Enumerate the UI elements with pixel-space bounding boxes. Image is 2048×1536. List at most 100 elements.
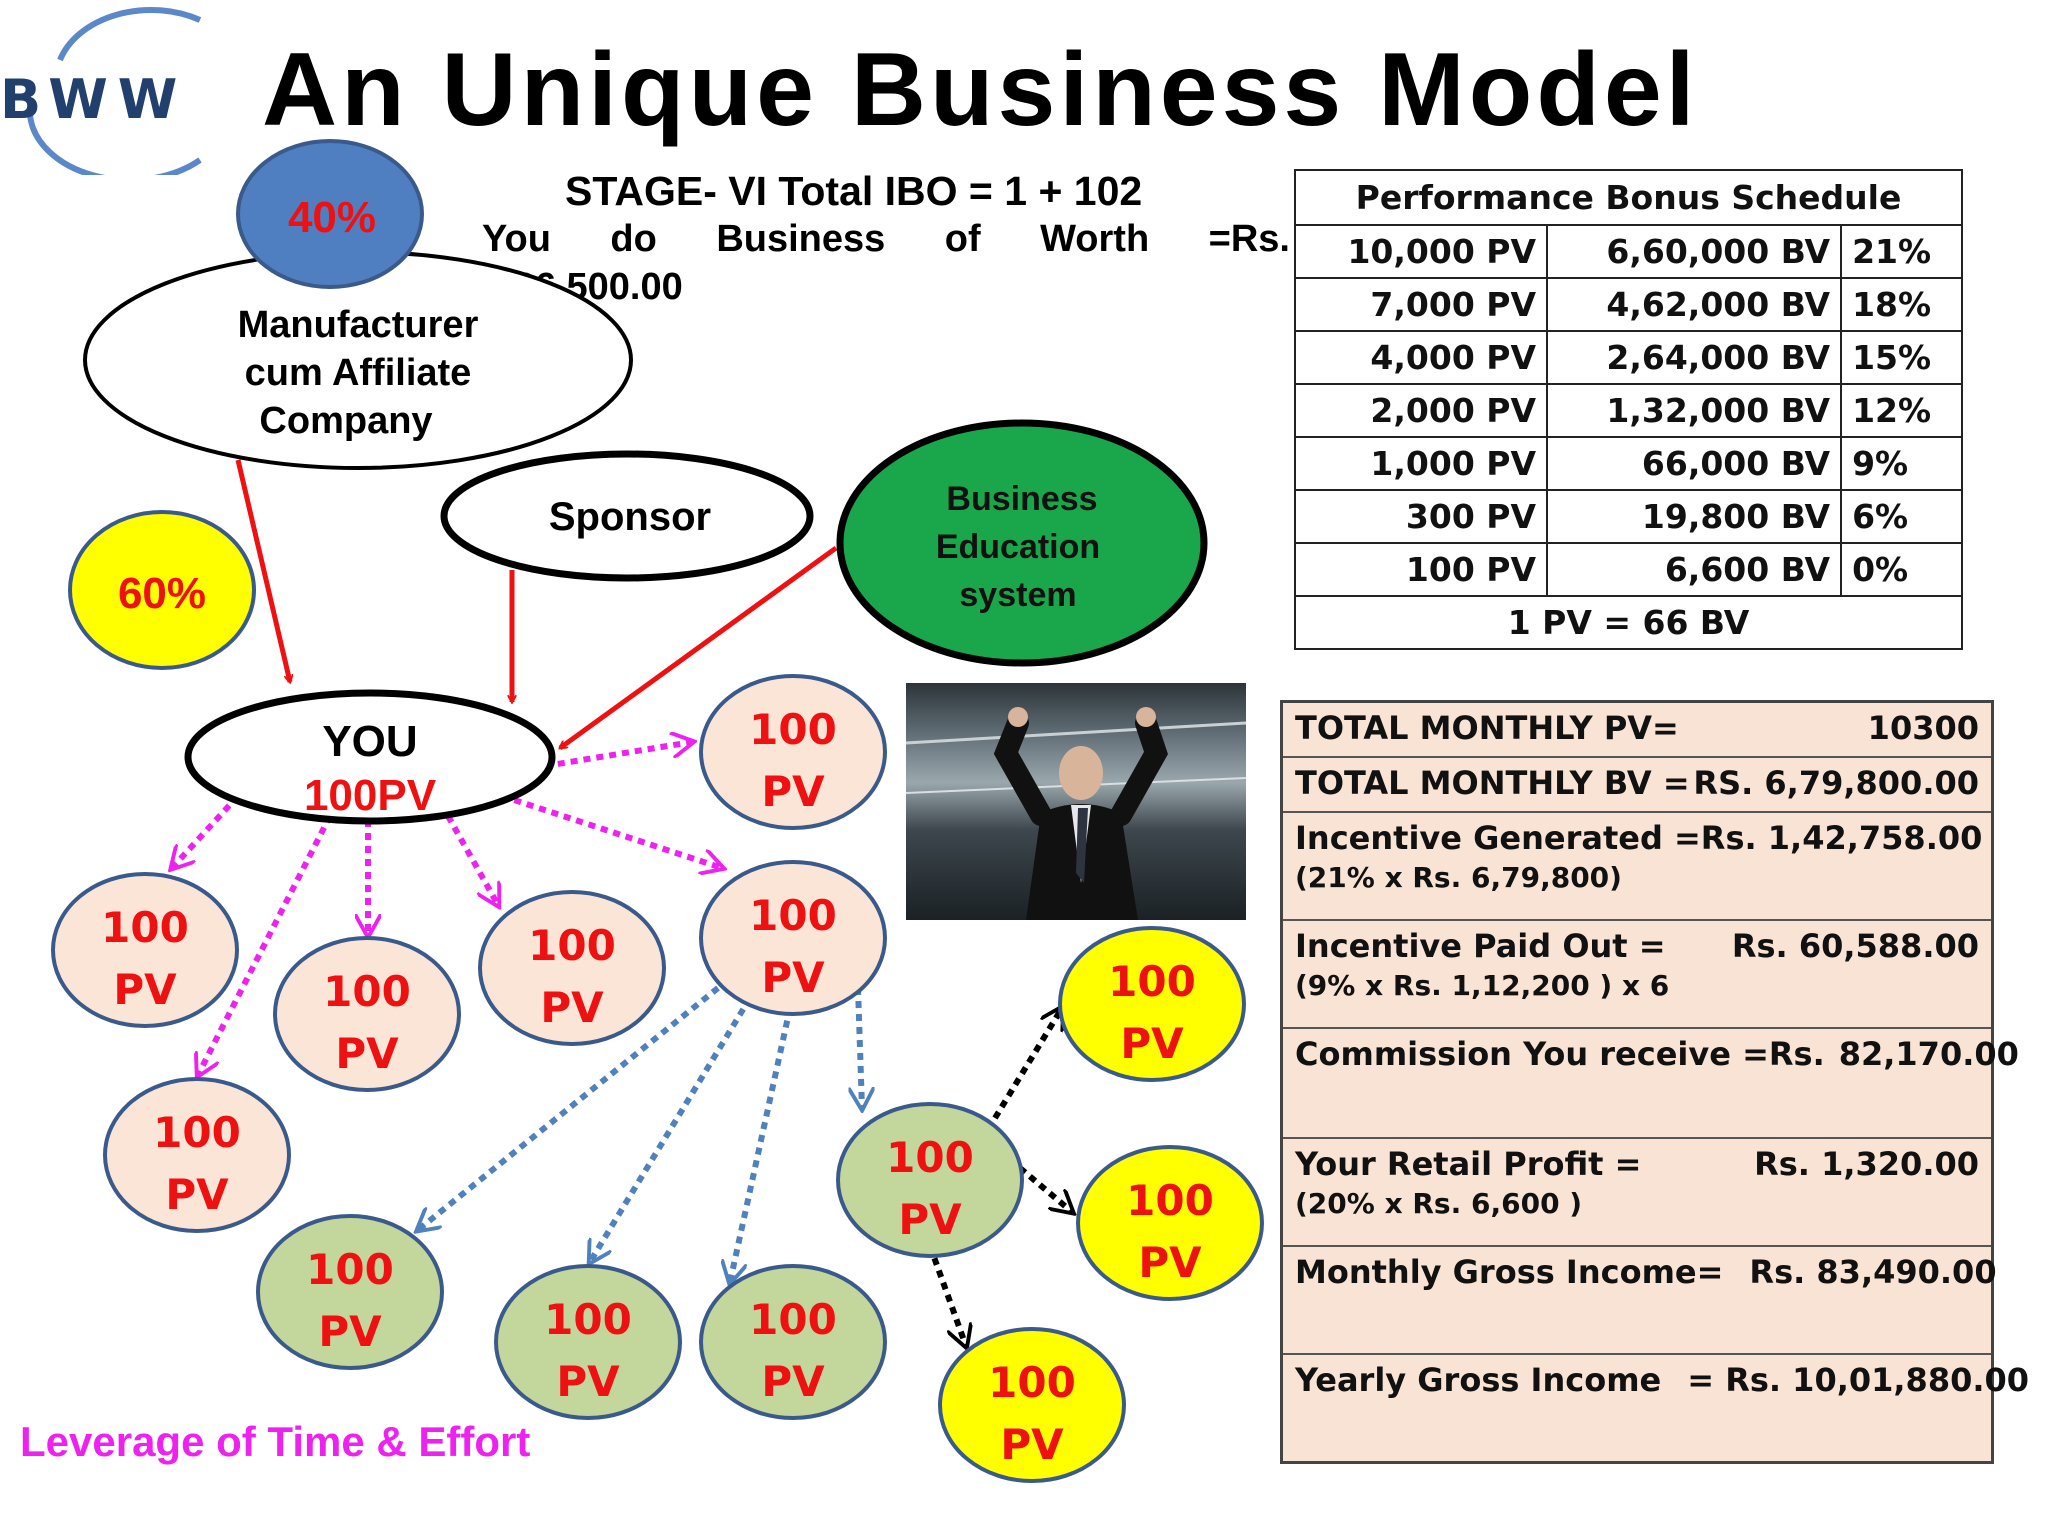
pv-node-unit: PV xyxy=(165,1170,229,1219)
education-system-node xyxy=(836,419,1208,667)
bonus-percent: 21% xyxy=(1840,224,1963,279)
pv-node xyxy=(273,936,461,1092)
arrow-education-to-you xyxy=(560,545,838,751)
you-pv-label: 100PV xyxy=(304,771,437,820)
worth-word: Worth xyxy=(1040,218,1150,260)
worth-word: do xyxy=(610,218,657,260)
monthly-income-value: Rs. 83,490.00 xyxy=(1749,1253,1997,1291)
sponsor-node xyxy=(440,450,814,582)
worth-word: =Rs. xyxy=(1208,218,1290,260)
table-row: 10,000 PV 6,60,000 BV 21% xyxy=(1293,224,1963,279)
pv-node-value: 100 xyxy=(101,903,189,952)
arrow-node-to-node xyxy=(927,1244,966,1346)
pv-node-unit: PV xyxy=(761,1357,825,1406)
pv-node xyxy=(256,1214,444,1370)
bonus-bv: 6,600 BV xyxy=(1546,542,1843,597)
incentive-generated-value: Rs. 1,42,758.00 xyxy=(1700,819,1983,857)
retail-profit-label: Your Retail Profit = xyxy=(1295,1145,1642,1183)
bonus-table-footer: 1 PV = 66 BV xyxy=(1294,595,1963,650)
worth-word: You xyxy=(482,218,551,260)
table-row: 1,000 PV 66,000 BV 9% xyxy=(1293,436,1963,491)
arrow-you-to-node xyxy=(445,814,498,905)
education-label: Education xyxy=(936,528,1100,566)
bww-logo: BWW xyxy=(0,7,202,175)
manufacturer-label: Manufacturer xyxy=(238,304,479,346)
manufacturer-share-label: 40% xyxy=(288,193,376,242)
incentive-generated-note: (21% x Rs. 6,79,800) xyxy=(1295,861,1622,894)
stage-line: STAGE- VI Total IBO = 1 + 102 xyxy=(565,168,1143,214)
commission-label: Commission You receive =Rs. xyxy=(1295,1035,1825,1073)
total-pv-label: TOTAL MONTHLY PV= xyxy=(1295,709,1679,747)
bonus-pv: 100 PV xyxy=(1293,542,1549,597)
pv-node xyxy=(478,890,666,1046)
manufacturer-label: Company xyxy=(259,400,432,442)
education-label: Business xyxy=(946,480,1097,518)
arrow-you-to-node xyxy=(198,814,333,1075)
leverage-caption: Leverage of Time & Effort xyxy=(20,1418,531,1465)
total-bv-label: TOTAL MONTHLY BV = xyxy=(1295,764,1690,802)
you-label: YOU xyxy=(322,717,417,766)
pv-node xyxy=(51,872,239,1028)
you-share-node xyxy=(68,510,256,670)
pv-node-unit: PV xyxy=(898,1195,962,1244)
table-row: 100 PV 6,600 BV 0% xyxy=(1293,542,1963,597)
pv-node xyxy=(699,1264,887,1420)
pv-node-unit: PV xyxy=(761,953,825,1002)
you-node xyxy=(184,689,556,825)
yearly-income-label: Yearly Gross Income xyxy=(1295,1361,1662,1399)
pv-node xyxy=(494,1264,682,1420)
pv-node-unit: PV xyxy=(1000,1420,1064,1469)
incentive-paid-value: Rs. 60,588.00 xyxy=(1731,927,1979,965)
total-pv-value: 10300 xyxy=(1867,709,1979,747)
bonus-bv: 4,62,000 BV xyxy=(1546,277,1843,332)
arrow-you-to-node xyxy=(172,793,241,868)
bonus-bv: 1,32,000 BV xyxy=(1546,383,1843,438)
you-share-label: 60% xyxy=(118,569,206,618)
manufacturer-label: cum Affiliate xyxy=(245,352,472,394)
pv-node-unit: PV xyxy=(540,983,604,1032)
pv-node-unit: PV xyxy=(1138,1238,1202,1287)
pv-node xyxy=(699,860,887,1016)
education-label: system xyxy=(959,576,1076,614)
yearly-income-value: = Rs. 10,01,880.00 xyxy=(1687,1361,2030,1399)
yearly-income-row: Yearly Gross Income = Rs. 10,01,880.00 xyxy=(1283,1355,2029,1461)
incentive-paid-label: Incentive Paid Out = xyxy=(1295,927,1666,965)
arrow-node-to-node xyxy=(730,1007,793,1282)
pv-node-value: 100 xyxy=(323,967,411,1016)
arrow-node-to-node xyxy=(1018,1165,1072,1212)
sponsor-label: Sponsor xyxy=(549,495,711,539)
incentive-generated-row: Incentive Generated =Rs. 1,42,758.00 (21… xyxy=(1283,813,1991,921)
manufacturer-share-node xyxy=(236,139,424,289)
bonus-bv: 66,000 BV xyxy=(1546,436,1843,491)
logo-text: BWW xyxy=(0,68,187,131)
bonus-percent: 9% xyxy=(1840,436,1963,491)
pv-node-unit: PV xyxy=(113,965,177,1014)
bonus-percent: 6% xyxy=(1840,489,1963,544)
commission-value: 82,170.00 xyxy=(1838,1035,2019,1073)
bonus-percent: 0% xyxy=(1840,542,1963,597)
bonus-pv: 2,000 PV xyxy=(1293,383,1549,438)
bonus-pv: 1,000 PV xyxy=(1293,436,1549,491)
bonus-percent: 18% xyxy=(1840,277,1963,332)
pv-node-value: 100 xyxy=(306,1245,394,1294)
arrow-node-to-node xyxy=(992,1008,1062,1120)
total-bv-value: RS. 6,79,800.00 xyxy=(1693,764,1979,802)
bonus-pv: 300 PV xyxy=(1293,489,1549,544)
retail-profit-row: Your Retail Profit =Rs. 1,320.00 (20% x … xyxy=(1283,1139,1991,1247)
pv-node-value: 100 xyxy=(153,1108,241,1157)
pv-node-unit: PV xyxy=(335,1029,399,1078)
bonus-bv: 2,64,000 BV xyxy=(1546,330,1843,385)
pv-node-value: 100 xyxy=(749,705,837,754)
arrow-manufacturer-to-you xyxy=(235,459,290,682)
pv-node-value: 100 xyxy=(988,1358,1076,1407)
pv-node xyxy=(836,1102,1024,1258)
pv-node-unit: PV xyxy=(318,1307,382,1356)
incentive-paid-row: Incentive Paid Out =Rs. 60,588.00 (9% x … xyxy=(1283,921,1991,1029)
total-bv-row: TOTAL MONTHLY BV =RS. 6,79,800.00 xyxy=(1283,758,1991,813)
pv-node-value: 100 xyxy=(749,891,837,940)
pv-node xyxy=(1076,1145,1264,1301)
bonus-bv: 19,800 BV xyxy=(1546,489,1843,544)
income-summary-panel: TOTAL MONTHLY PV= 10300 TOTAL MONTHLY BV … xyxy=(1280,700,2029,1464)
worth-word: of xyxy=(944,218,981,260)
